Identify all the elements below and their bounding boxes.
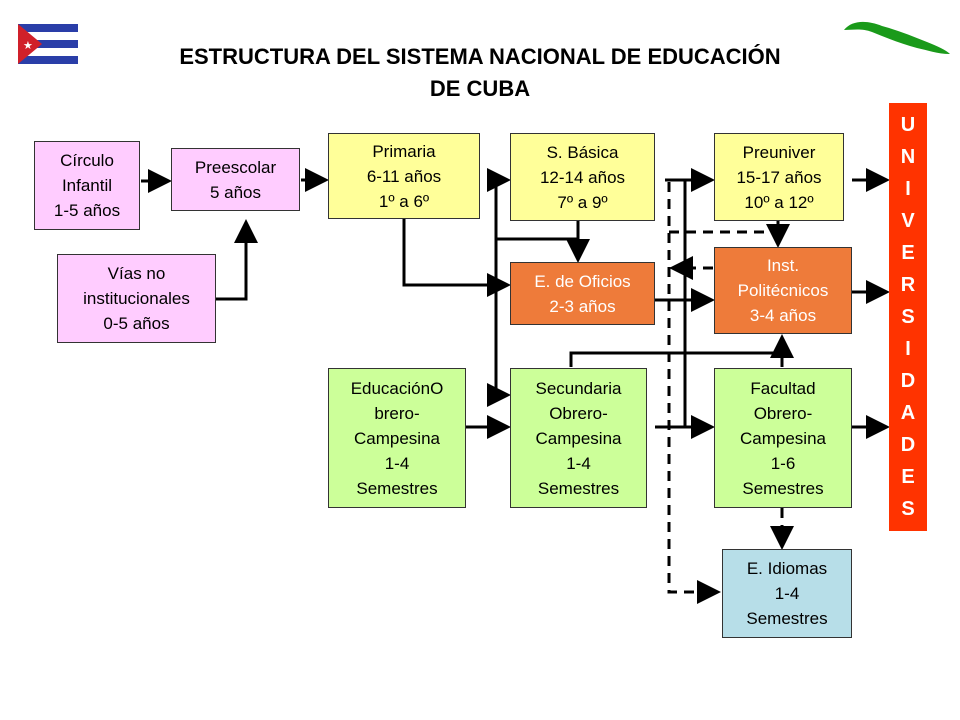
box-text: 1-4 — [774, 584, 800, 603]
box-preuniversitario: Preuniver 15-17 años 10º a 12º — [714, 133, 844, 221]
box-text: 10º a 12º — [744, 192, 814, 212]
box-text: Preuniver — [742, 142, 816, 162]
box-text: Campesina — [535, 428, 622, 448]
univ-letter: E — [901, 241, 915, 264]
box-text: Vías no — [107, 264, 166, 283]
cuba-map-icon — [844, 21, 950, 54]
box-text: E. Idiomas — [746, 559, 828, 578]
box-text: Semestres — [537, 478, 620, 498]
box-text: 2-3 años — [549, 296, 616, 316]
box-text: Preescolar — [194, 157, 277, 177]
box-text: 1-4 — [384, 453, 410, 473]
univ-letter: R — [900, 273, 916, 296]
box-text: Secundaria — [535, 378, 622, 398]
box-text: Obrero- — [753, 403, 813, 423]
box-text: 12-14 años — [539, 167, 626, 187]
box-primaria: Primaria 6-11 años 1º a 6º — [328, 133, 480, 219]
svg-text:★: ★ — [23, 40, 33, 52]
box-text: Politécnicos — [737, 281, 829, 300]
box-text: Obrero- — [549, 403, 608, 423]
box-text: Primaria — [372, 141, 436, 161]
box-text: Infantil — [61, 176, 113, 195]
title-line-1: ESTRUCTURA DEL SISTEMA NACIONAL DE EDUCA… — [179, 44, 781, 69]
box-text: 1-6 — [770, 453, 796, 473]
box-text: 6-11 años — [366, 166, 442, 186]
box-text: S. Básica — [546, 142, 619, 162]
box-text: Semestres — [742, 478, 824, 498]
box-text: Semestres — [746, 609, 828, 628]
univ-letter: D — [900, 369, 916, 392]
box-text: 0-5 años — [103, 314, 170, 333]
box-escuela-oficios: E. de Oficios 2-3 años — [510, 262, 655, 325]
univ-letter: S — [901, 305, 915, 328]
box-text: 15-17 años — [736, 167, 822, 187]
box-text: 1-5 años — [53, 201, 121, 220]
univ-letter: V — [901, 209, 915, 232]
box-text: 5 años — [209, 182, 262, 202]
univ-letter: D — [900, 433, 916, 456]
univ-letter: E — [901, 465, 915, 488]
univ-letter: U — [900, 113, 916, 136]
cuba-flag-icon: ★ — [18, 24, 78, 64]
title-line-2: DE CUBA — [429, 76, 531, 101]
box-text: 1-4 — [566, 453, 591, 473]
box-text: 7º a 9º — [557, 192, 608, 212]
box-text: brero- — [374, 403, 420, 423]
univ-letter: A — [900, 401, 916, 424]
univ-letter: I — [905, 177, 911, 200]
box-text: Campesina — [740, 428, 826, 448]
box-text: Inst. — [766, 256, 800, 275]
box-secundaria-basica: S. Básica 12-14 años 7º a 9º — [510, 133, 655, 221]
box-vias-no-institucionales: Vías no institucionales 0-5 años — [57, 254, 216, 343]
box-text: EducaciónO — [350, 378, 444, 398]
univ-letter: S — [901, 497, 915, 520]
box-text: 3-4 años — [749, 306, 817, 325]
box-text: institucionales — [83, 289, 190, 308]
univ-letter: N — [900, 145, 916, 168]
box-text: E. de Oficios — [534, 271, 631, 291]
box-text: Facultad — [750, 378, 816, 398]
box-text: Círculo — [60, 151, 114, 170]
univ-letter: I — [905, 337, 911, 360]
box-text: 1º a 6º — [378, 191, 430, 211]
box-preescolar: Preescolar 5 años — [171, 148, 300, 211]
box-text: Semestres — [356, 478, 438, 498]
box-institutos-politecnicos: Inst. Politécnicos 3-4 años — [714, 247, 852, 334]
box-text: Campesina — [354, 428, 440, 448]
